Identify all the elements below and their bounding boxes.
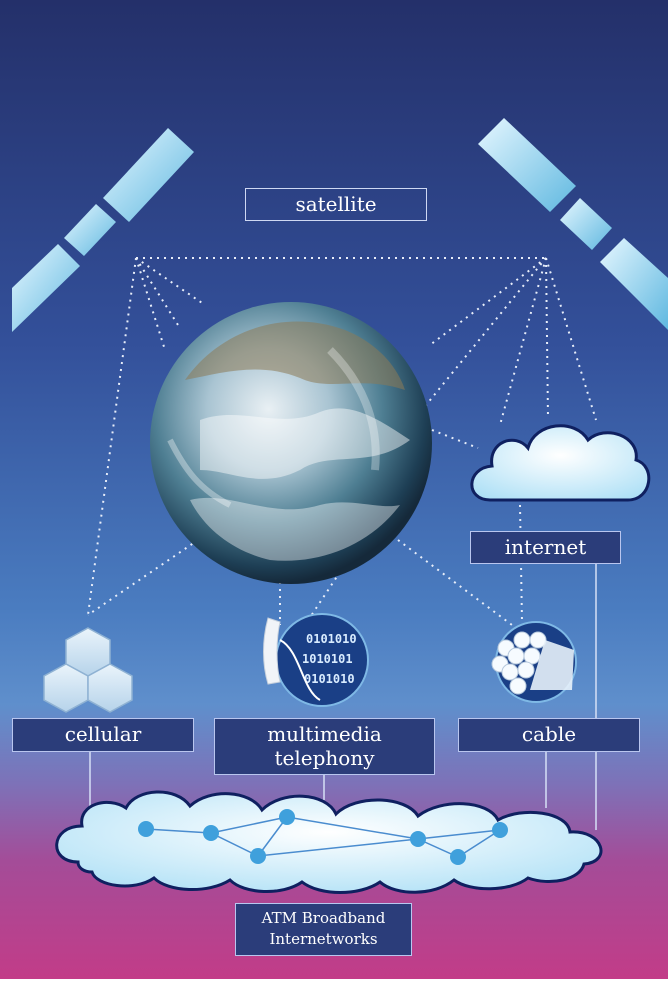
- network-nodes: [138, 809, 508, 865]
- internet-text: internet: [504, 535, 587, 559]
- binary-line-1: 0101010: [306, 632, 357, 646]
- binary-line-2: 1010101: [302, 652, 353, 666]
- right-satellite-panels: [478, 118, 668, 330]
- cellular-label: cellular: [12, 718, 194, 752]
- cable-fiber-icon: [491, 621, 577, 703]
- cable-label: cable: [458, 718, 640, 752]
- atm-line-1: ATM Broadband: [261, 909, 386, 927]
- cellular-text: cellular: [64, 722, 142, 746]
- cable-text: cable: [521, 722, 577, 746]
- multimedia-telephony-label: multimedia telephony: [214, 718, 435, 775]
- internet-cloud: [470, 424, 651, 502]
- binary-line-3: 0101010: [304, 672, 355, 686]
- atm-network-cloud: [55, 790, 603, 894]
- solid-links: [89, 562, 597, 830]
- multimedia-text: multimedia: [267, 722, 382, 746]
- satellite-text: satellite: [295, 192, 377, 216]
- atm-line-2: Internetworks: [269, 930, 378, 948]
- satellite-label: satellite: [245, 188, 427, 221]
- left-satellite-panels: [12, 128, 194, 332]
- internet-label: internet: [470, 531, 621, 564]
- cellular-hexagon-icon: [43, 627, 133, 713]
- telephony-text: telephony: [274, 746, 375, 770]
- earth-globe: [150, 302, 432, 584]
- telephony-icon: 0101010 1010101 0101010: [263, 613, 369, 707]
- atm-broadband-label: ATM Broadband Internetworks: [235, 903, 412, 956]
